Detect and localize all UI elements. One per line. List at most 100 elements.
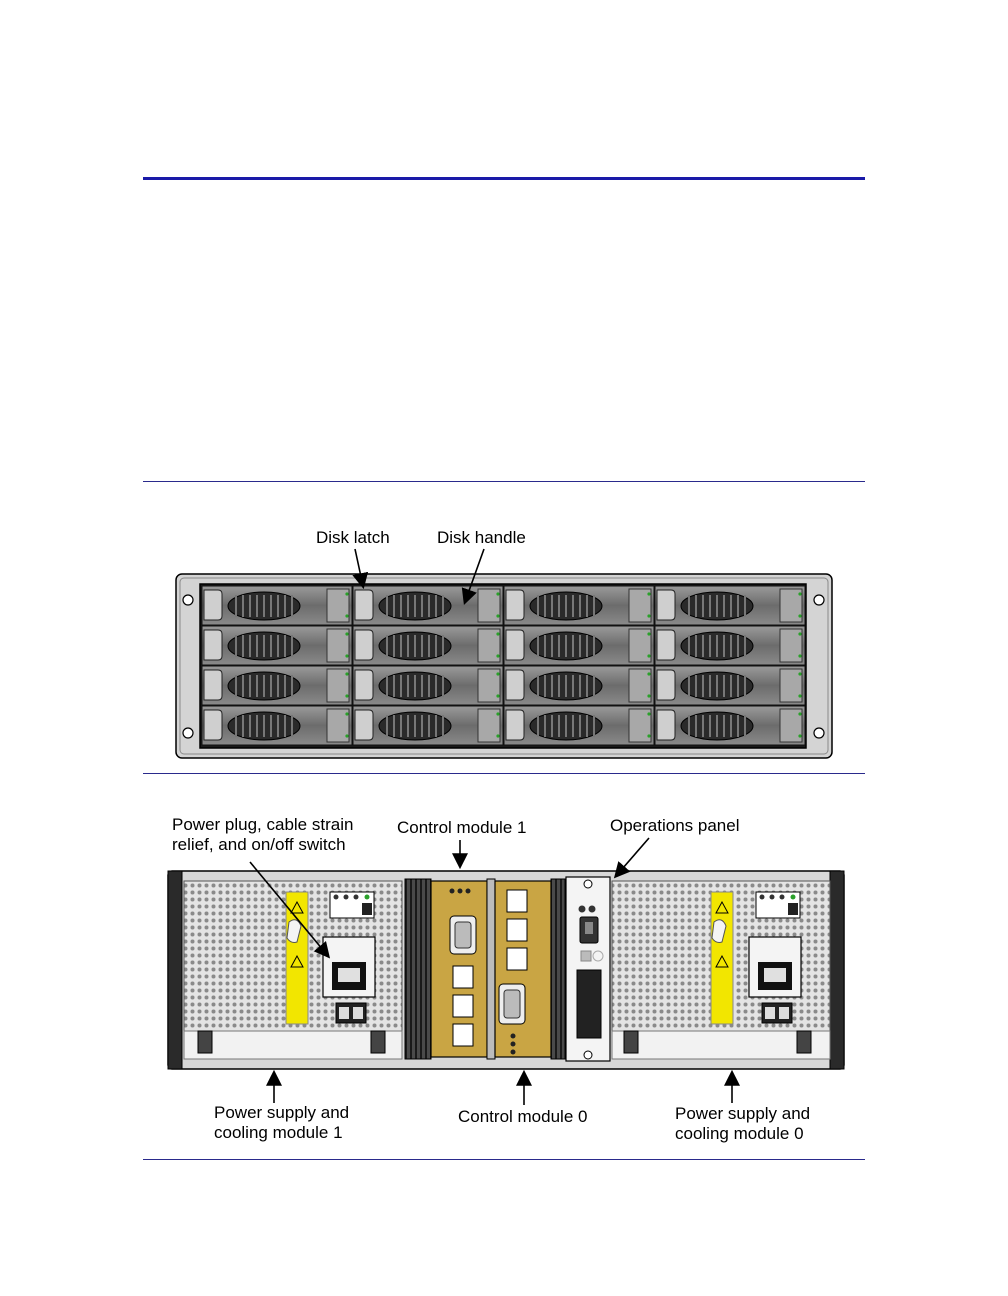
- disk-latch[interactable]: [657, 630, 675, 660]
- disk-activity-led: [798, 632, 801, 635]
- disk-status-led: [647, 694, 650, 697]
- disk-latch[interactable]: [657, 670, 675, 700]
- disk-status-led: [647, 614, 650, 617]
- ethernet-port-0[interactable]: [453, 966, 473, 988]
- disk-status-led: [798, 614, 801, 617]
- rack-screw-hole: [183, 728, 193, 738]
- psu-1-warning-strip: [286, 892, 308, 1024]
- psu-0-handle-left[interactable]: [624, 1031, 638, 1053]
- status-led: [780, 895, 785, 900]
- disk-status-led: [798, 654, 801, 657]
- serial-connector[interactable]: [577, 970, 601, 1038]
- ethernet-port-1[interactable]: [453, 995, 473, 1017]
- psu-0-warning-strip: [711, 892, 733, 1024]
- disk-status-led: [496, 734, 499, 737]
- disk-activity-led: [798, 712, 801, 715]
- status-led: [770, 895, 775, 900]
- disk-latch[interactable]: [506, 670, 524, 700]
- disk-status-led: [496, 654, 499, 657]
- disk-status-led: [345, 654, 348, 657]
- ethernet-port-2[interactable]: [507, 948, 527, 970]
- disk-drive[interactable]: [353, 586, 503, 625]
- disk-drive[interactable]: [202, 666, 352, 705]
- disk-latch[interactable]: [204, 590, 222, 620]
- disk-drive[interactable]: [353, 706, 503, 745]
- disk-drive[interactable]: [655, 586, 805, 625]
- disk-drive[interactable]: [504, 666, 654, 705]
- panel-screw: [584, 1051, 592, 1059]
- disk-activity-led: [496, 592, 499, 595]
- psu-1-handle-left[interactable]: [198, 1031, 212, 1053]
- disk-drive[interactable]: [504, 626, 654, 665]
- rack-screw-hole: [183, 595, 193, 605]
- disk-drive[interactable]: [504, 706, 654, 745]
- disk-drive[interactable]: [655, 666, 805, 705]
- status-led: [354, 895, 359, 900]
- panel-indicator: [581, 951, 591, 961]
- disk-drive[interactable]: [504, 586, 654, 625]
- status-led: [511, 1034, 516, 1039]
- disk-drive[interactable]: [202, 586, 352, 625]
- status-led: [458, 889, 463, 894]
- disk-latch[interactable]: [204, 670, 222, 700]
- status-led: [579, 906, 586, 913]
- disk-drive[interactable]: [655, 626, 805, 665]
- status-led: [791, 895, 796, 900]
- operations-panel: [566, 877, 610, 1061]
- disk-status-led: [798, 734, 801, 737]
- status-led: [334, 895, 339, 900]
- disk-activity-led: [647, 672, 650, 675]
- disk-activity-led: [345, 672, 348, 675]
- disk-status-led: [798, 694, 801, 697]
- disk-latch[interactable]: [506, 590, 524, 620]
- panel-screw: [584, 880, 592, 888]
- status-led: [450, 889, 455, 894]
- disk-drive[interactable]: [202, 626, 352, 665]
- status-led: [365, 895, 370, 900]
- disk-activity-led: [647, 632, 650, 635]
- psu-1-handle-right[interactable]: [371, 1031, 385, 1053]
- disk-activity-led: [345, 712, 348, 715]
- disk-latch[interactable]: [355, 670, 373, 700]
- disk-status-led: [647, 654, 650, 657]
- disk-activity-led: [647, 592, 650, 595]
- disk-drive[interactable]: [353, 666, 503, 705]
- status-led: [511, 1050, 516, 1055]
- status-led: [511, 1042, 516, 1047]
- disk-activity-led: [496, 672, 499, 675]
- disk-latch[interactable]: [355, 590, 373, 620]
- disk-status-led: [345, 694, 348, 697]
- disk-drive[interactable]: [202, 706, 352, 745]
- disk-activity-led: [798, 592, 801, 595]
- disk-latch[interactable]: [506, 630, 524, 660]
- disk-activity-led: [496, 712, 499, 715]
- ethernet-port-1[interactable]: [507, 919, 527, 941]
- disk-latch[interactable]: [355, 630, 373, 660]
- disk-latch[interactable]: [657, 710, 675, 740]
- ethernet-port-2[interactable]: [453, 1024, 473, 1046]
- disk-activity-led: [345, 592, 348, 595]
- status-led: [589, 906, 596, 913]
- disk-latch[interactable]: [506, 710, 524, 740]
- disk-drive[interactable]: [353, 626, 503, 665]
- disk-status-led: [345, 614, 348, 617]
- status-led: [344, 895, 349, 900]
- disk-activity-led: [798, 672, 801, 675]
- disk-latch[interactable]: [204, 630, 222, 660]
- disk-activity-led: [345, 632, 348, 635]
- disk-status-led: [496, 694, 499, 697]
- control-module-0: [495, 879, 565, 1059]
- disk-latch[interactable]: [355, 710, 373, 740]
- disk-activity-led: [496, 632, 499, 635]
- disk-drive[interactable]: [655, 706, 805, 745]
- disk-status-led: [496, 614, 499, 617]
- disk-activity-led: [647, 712, 650, 715]
- ethernet-port-0[interactable]: [507, 890, 527, 912]
- psu-0-handle-right[interactable]: [797, 1031, 811, 1053]
- disk-latch[interactable]: [204, 710, 222, 740]
- disk-latch[interactable]: [657, 590, 675, 620]
- rack-screw-hole: [814, 595, 824, 605]
- disk-status-led: [345, 734, 348, 737]
- control-module-1: [405, 879, 495, 1059]
